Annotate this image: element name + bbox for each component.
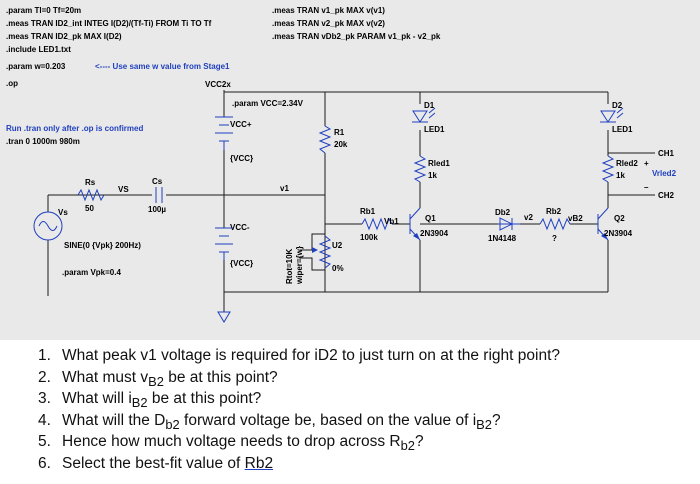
label-rled2-value: 1k bbox=[616, 171, 625, 180]
rs-resistor-icon bbox=[77, 188, 105, 202]
potentiometer-icon bbox=[318, 235, 332, 269]
r1-resistor-icon bbox=[318, 125, 332, 154]
label-rled1: Rled1 bbox=[428, 159, 450, 168]
label-q1: Q1 bbox=[425, 214, 436, 223]
q1-transistor-icon bbox=[409, 207, 421, 241]
label-pot-wiper: wiper={w} bbox=[295, 246, 304, 285]
directive-param-vpk: .param Vpk=0.4 bbox=[62, 268, 121, 277]
label-rb1: Rb1 bbox=[360, 207, 376, 216]
label-ch2: CH2 bbox=[658, 191, 675, 200]
label-r1-value: 20k bbox=[334, 140, 348, 149]
directive-run-note: Run .tran only after .op is confirmed bbox=[6, 124, 143, 133]
question-list: 1.What peak v1 voltage is required for i… bbox=[38, 345, 560, 474]
schematic: .param Tl=0 Tf=20m .meas TRAN ID2_int IN… bbox=[0, 0, 700, 340]
label-rled2: Rled2 bbox=[616, 159, 638, 168]
directive-arrow-note: <---- Use same w value from Stage1 bbox=[95, 62, 230, 71]
directive-include: .include LED1.txt bbox=[6, 45, 71, 54]
directive-param-w: .param w=0.203 bbox=[6, 62, 66, 71]
label-cs-value: 100µ bbox=[148, 205, 166, 214]
label-vrled2: Vrled2 bbox=[652, 169, 677, 178]
cs-capacitor-icon bbox=[152, 186, 166, 204]
label-d1-model: LED1 bbox=[424, 125, 445, 134]
label-rled1-value: 1k bbox=[428, 171, 437, 180]
ground-icon bbox=[217, 311, 231, 323]
label-pot-rtot: Rtot=10K bbox=[285, 248, 294, 284]
directive-op: .op bbox=[6, 79, 18, 88]
rb1-resistor-icon bbox=[361, 217, 393, 231]
rb2-link[interactable]: Rb2 bbox=[244, 454, 274, 472]
rled2-resistor-icon bbox=[601, 155, 615, 183]
sine-wave-icon bbox=[38, 221, 58, 231]
label-r1: R1 bbox=[334, 128, 345, 137]
question-3: 3.What will iB2 be at this point? bbox=[38, 390, 262, 411]
question-5: 5.Hence how much voltage needs to drop a… bbox=[38, 433, 424, 454]
label-sine: SINE(0 {Vpk} 200Hz) bbox=[64, 241, 141, 250]
rled1-resistor-icon bbox=[413, 155, 427, 183]
label-pot-percent: 0% bbox=[332, 264, 344, 273]
directive-param-t: .param Tl=0 Tf=20m bbox=[6, 6, 81, 15]
directive-param-vcc: .param VCC=2.34V bbox=[232, 99, 304, 108]
label-rs-value: 50 bbox=[85, 204, 94, 213]
label-plus: + bbox=[644, 159, 649, 168]
label-q1-model: 2N3904 bbox=[420, 229, 449, 238]
sine-source-icon bbox=[33, 211, 63, 241]
directive-meas-id2-pk: .meas TRAN ID2_pk MAX I(D2) bbox=[6, 32, 122, 41]
label-vs: Vs bbox=[58, 208, 68, 217]
directive-meas-v1: .meas TRAN v1_pk MAX v(v1) bbox=[272, 6, 385, 15]
q2-transistor-icon bbox=[597, 207, 609, 241]
label-vcc-minus: VCC- bbox=[230, 223, 250, 232]
d1-led-icon bbox=[412, 107, 436, 123]
label-d2-model: LED1 bbox=[612, 125, 633, 134]
label-vcc-ref-bottom: {VCC} bbox=[230, 259, 253, 268]
label-rb1-value: 100k bbox=[360, 233, 378, 242]
directive-meas-v2: .meas TRAN v2_pk MAX v(v2) bbox=[272, 19, 385, 28]
label-q2-model: 2N3904 bbox=[604, 229, 633, 238]
rb2-resistor-icon bbox=[539, 217, 571, 231]
db2-diode-icon bbox=[498, 217, 520, 231]
d2-led-icon bbox=[600, 107, 624, 123]
label-ch1: CH1 bbox=[658, 149, 675, 158]
label-db2-model: 1N4148 bbox=[488, 234, 517, 243]
label-d2: D2 bbox=[612, 101, 623, 110]
label-vcc-plus: VCC+ bbox=[230, 120, 252, 129]
question-2: 2.What must vB2 be at this point? bbox=[38, 368, 278, 389]
vcc-minus-battery-icon bbox=[215, 227, 233, 260]
label-vcc2x: VCC2x bbox=[205, 80, 231, 89]
question-4: 4.What will the Db2 forward voltage be, … bbox=[38, 411, 501, 432]
label-cs: Cs bbox=[152, 177, 163, 186]
label-node-vb1: Vb1 bbox=[384, 217, 399, 226]
question-1: 1.What peak v1 voltage is required for i… bbox=[38, 347, 560, 364]
label-u2: U2 bbox=[332, 241, 343, 250]
label-q2: Q2 bbox=[614, 214, 625, 223]
question-6: 6.Select the best-fit value of Rb2 bbox=[38, 454, 274, 472]
directive-tran: .tran 0 1000m 980m bbox=[6, 137, 80, 146]
label-node-v2: v2 bbox=[524, 213, 533, 222]
directive-meas-id2-int: .meas TRAN ID2_int INTEG I(D2)/(Tf-Ti) F… bbox=[6, 19, 212, 28]
label-rs: Rs bbox=[85, 178, 96, 187]
label-node-vb2: vB2 bbox=[568, 214, 583, 223]
directive-meas-vdb2: .meas TRAN vDb2_pk PARAM v1_pk - v2_pk bbox=[272, 32, 441, 41]
label-d1: D1 bbox=[424, 101, 435, 110]
label-rb2: Rb2 bbox=[546, 207, 562, 216]
vcc-plus-battery-icon bbox=[215, 116, 233, 150]
wires bbox=[47, 90, 655, 312]
label-node-v1: v1 bbox=[280, 184, 289, 193]
label-minus: – bbox=[644, 183, 649, 192]
label-rb2-value: ? bbox=[552, 234, 557, 243]
label-vcc-ref-top: {VCC} bbox=[230, 154, 253, 163]
label-node-vs: VS bbox=[118, 185, 129, 194]
label-db2: Db2 bbox=[495, 208, 511, 217]
